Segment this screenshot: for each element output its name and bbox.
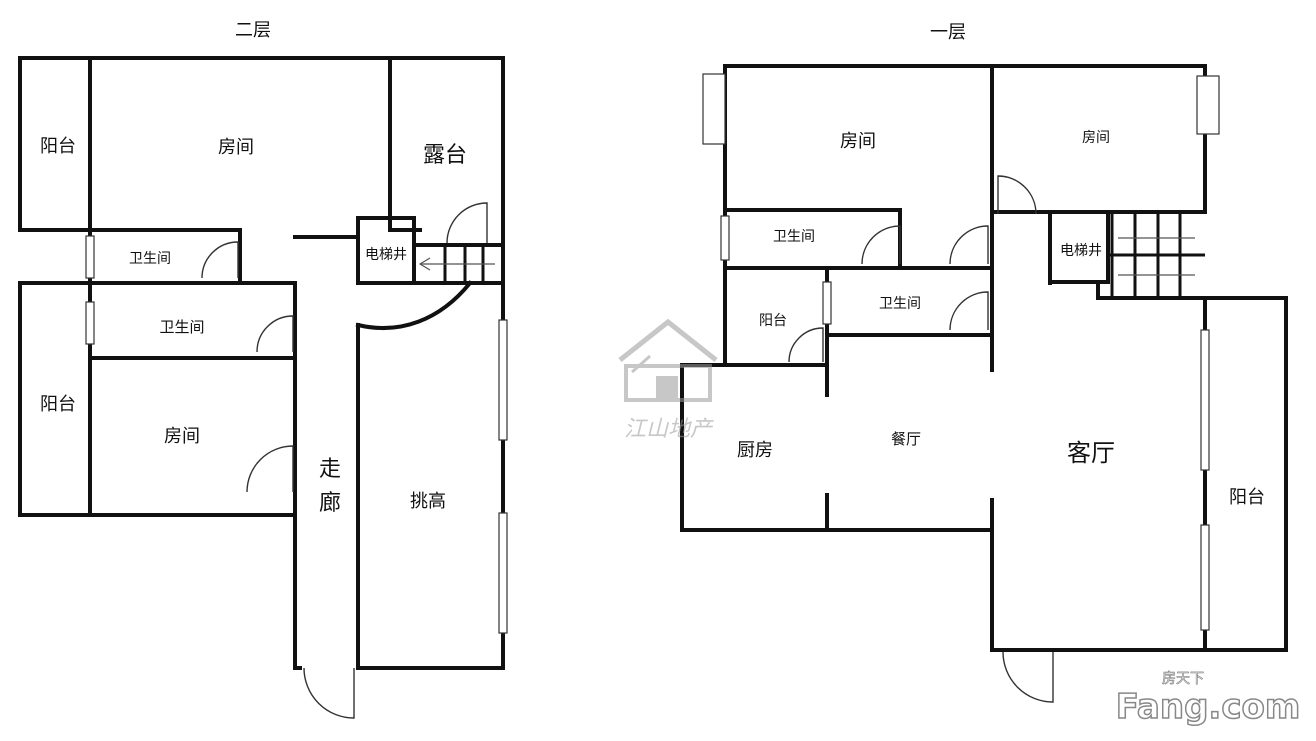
brand-watermark: 房天下 Fang.com xyxy=(1115,671,1301,728)
agency-watermark: 江山地产 xyxy=(618,318,718,442)
second-balcony-top-label: 阳台 xyxy=(40,136,76,157)
house-logo-icon xyxy=(618,318,718,402)
second-double-height-label: 挑高 xyxy=(410,491,446,512)
second-bathroom-a-label: 卫生间 xyxy=(129,251,171,267)
first-floor-plan: 一层 xyxy=(680,22,1288,703)
first-floor-stairs xyxy=(1108,212,1205,298)
first-living-label: 客厅 xyxy=(1067,439,1115,467)
agency-watermark-text: 江山地产 xyxy=(624,417,714,442)
first-kitchen-label: 厨房 xyxy=(737,440,773,461)
second-bathroom-b-label: 卫生间 xyxy=(159,318,204,336)
first-floor-windows xyxy=(702,73,1220,631)
second-floor-stairs xyxy=(418,245,495,283)
first-floor-walls xyxy=(680,64,1288,652)
first-floor-title: 一层 xyxy=(930,22,966,43)
second-floor-windows xyxy=(85,235,508,634)
brand-watermark-top: 房天下 xyxy=(1162,671,1204,687)
first-elevator-label: 电梯井 xyxy=(1060,243,1102,259)
second-balcony-bottom-label: 阳台 xyxy=(40,394,76,415)
second-room-top-label: 房间 xyxy=(218,137,254,158)
second-floor-plan: 二层 xyxy=(18,20,508,719)
second-floor-title: 二层 xyxy=(235,20,271,41)
first-dining-label: 餐厅 xyxy=(891,430,921,448)
first-bathroom-a-label: 卫生间 xyxy=(773,229,815,245)
brand-watermark-main: Fang.com xyxy=(1116,687,1301,727)
first-balcony-small-label: 阳台 xyxy=(759,313,787,329)
first-floor-doors xyxy=(788,175,1054,703)
second-floor-doors xyxy=(201,202,488,719)
second-terrace-label: 露台 xyxy=(423,143,467,168)
first-balcony-right-label: 阳台 xyxy=(1229,487,1265,508)
first-room-right-label: 房间 xyxy=(1082,130,1110,146)
second-room-bottom-label: 房间 xyxy=(164,426,200,447)
first-room-left-label: 房间 xyxy=(840,131,876,152)
second-corridor-label-1: 走 xyxy=(319,457,341,482)
second-elevator-label: 电梯井 xyxy=(365,247,407,263)
second-corridor-label-2: 廊 xyxy=(319,491,341,516)
first-bathroom-b-label: 卫生间 xyxy=(879,296,921,312)
